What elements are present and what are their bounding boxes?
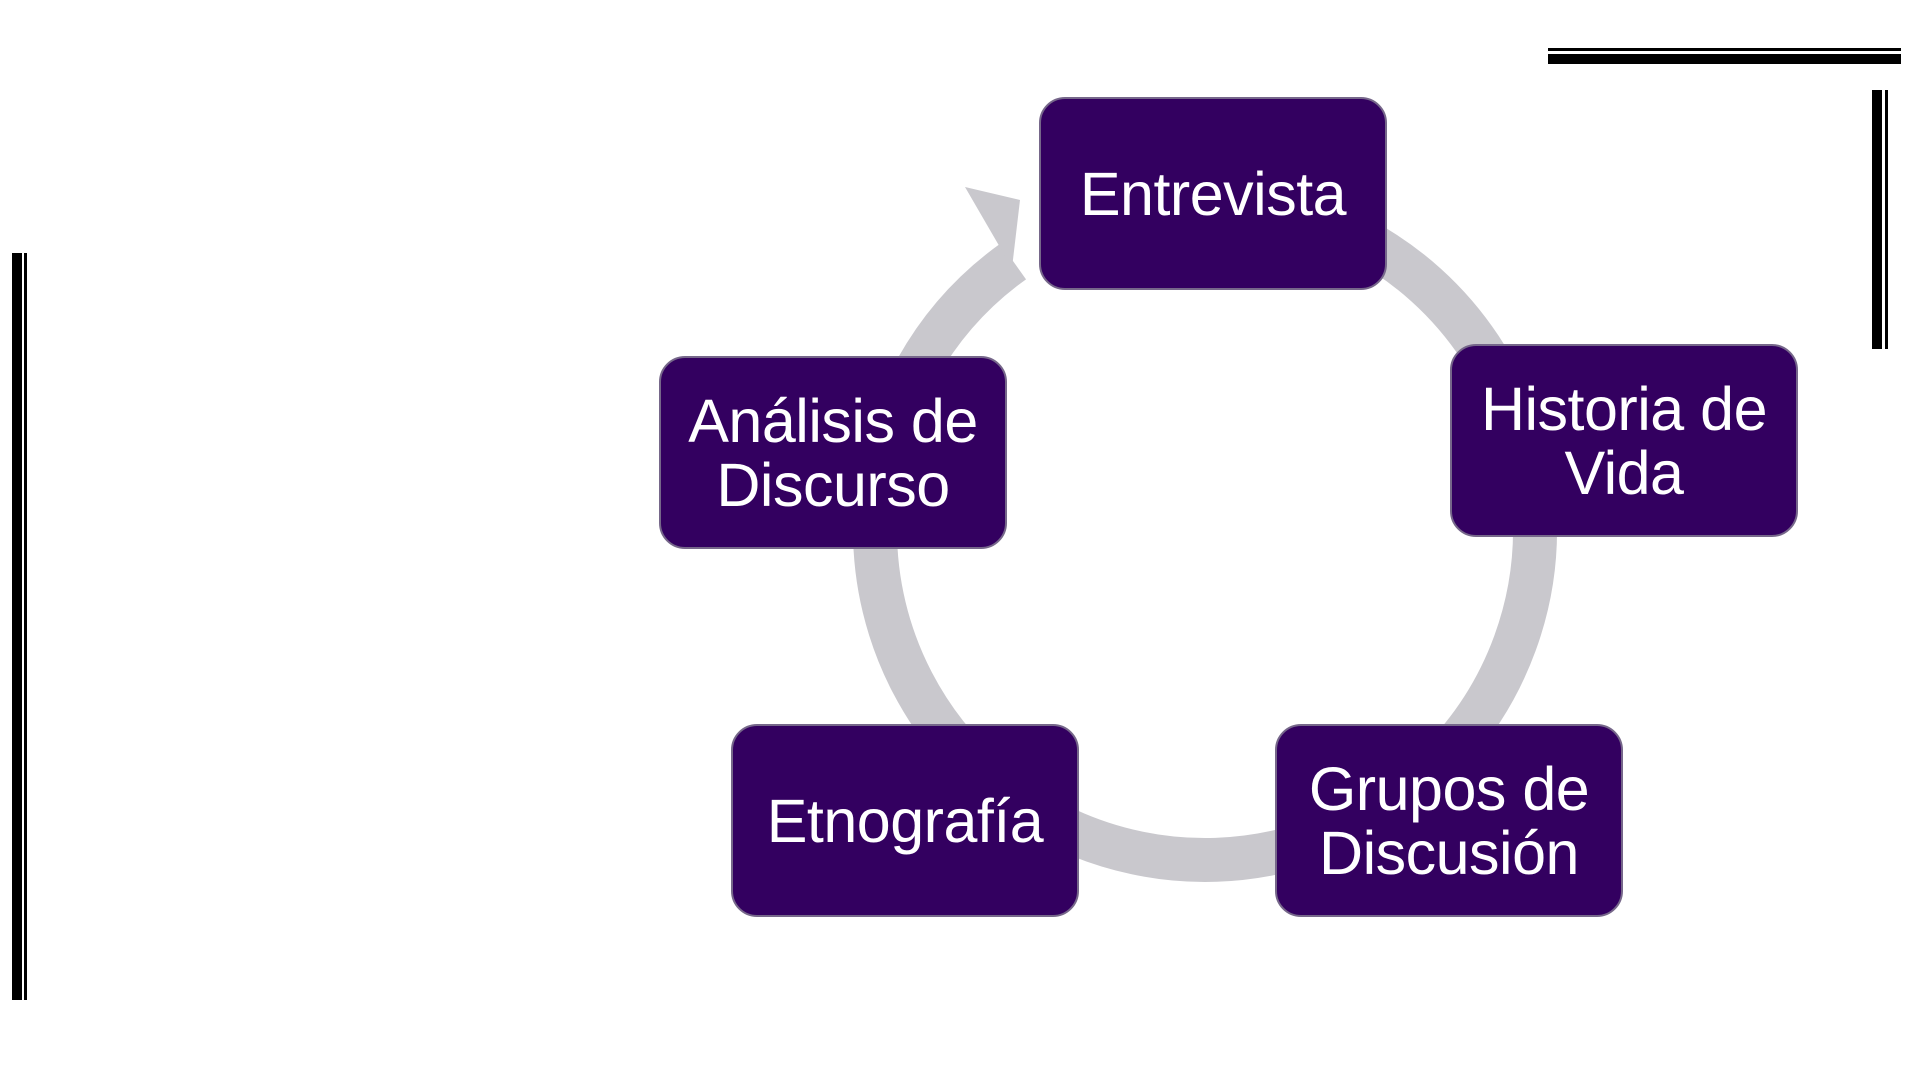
node-grupos-de-discusion: Grupos de Discusión	[1275, 724, 1623, 917]
node-label: Análisis de Discurso	[688, 386, 978, 519]
node-historia-de-vida: Historia de Vida	[1450, 344, 1798, 537]
node-label: Etnografía	[766, 786, 1044, 855]
node-analisis-de-discurso: Análisis de Discurso	[659, 356, 1007, 549]
node-label: Entrevista	[1079, 159, 1347, 228]
right-thick-line	[1872, 90, 1882, 349]
left-thin-line	[24, 253, 27, 1000]
node-etnografia: Etnografía	[731, 724, 1079, 917]
top-right-thick-line	[1548, 54, 1901, 64]
node-label: Historia de Vida	[1480, 374, 1768, 507]
cycle-arrowhead-icon	[965, 187, 1020, 268]
node-entrevista: Entrevista	[1039, 97, 1387, 290]
left-thick-line	[12, 253, 22, 1000]
top-right-thin-line	[1548, 48, 1901, 51]
node-label: Grupos de Discusión	[1308, 754, 1590, 887]
right-thin-line	[1885, 90, 1888, 349]
